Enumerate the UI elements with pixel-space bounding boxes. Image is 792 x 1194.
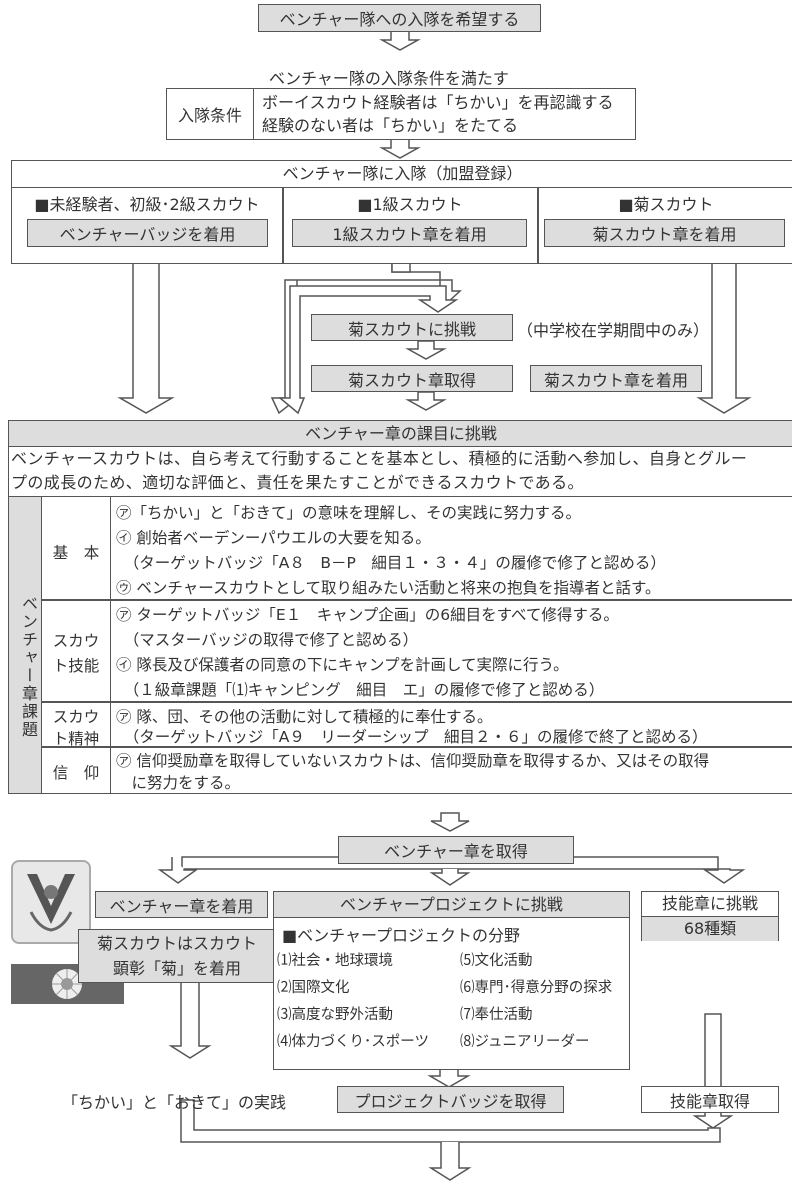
kiku-emblem-graphic (52, 969, 82, 999)
first-class-badge-wear-box: 1級スカウト章を着用 (292, 219, 527, 247)
project-badge-acquire-box: プロジェクトバッジを取得 (337, 1086, 564, 1113)
hollow-arrow-icon (405, 391, 447, 411)
badge-text: 1級スカウト章を着用 (332, 225, 487, 244)
badge-wear-text: ベンチャー章を着用 (109, 896, 254, 916)
skill-section: 技能章に挑戦 68種類 (641, 891, 779, 941)
requirement-item: ㋑ 創始者ベーデンーパウエルの大要を知る。 (116, 529, 431, 547)
group-name: スカウ (52, 708, 100, 726)
badge-text: ベンチャーバッジを着用 (59, 225, 236, 244)
hollow-arrow-icon (696, 262, 752, 414)
badge-text: 菊スカウト章を着用 (592, 225, 737, 244)
venture-badge-acquire-box: ベンチャー章を取得 (338, 836, 574, 864)
project-field: ⑵国際文化 (277, 980, 350, 996)
apply-text: ベンチャー隊への入隊を希望する (279, 10, 520, 29)
hollow-arrow-icon (117, 262, 175, 414)
group-name: 基 本 (52, 544, 100, 562)
requirement-item: ㋐ ターゲットバッジ「E１ キャンプ企画」の6細目をすべて修得する。 (116, 606, 619, 624)
requirement-item: （ターゲットバッジ「A９ リーダーシップ 細目２・６」の履修で終了と認める） (116, 728, 708, 746)
project-field: ⑴社会・地球環境 (277, 953, 393, 969)
requirement-item: （ターゲットバッジ「A８ B－P 細目１・３・４」の履修で修了と認める） (116, 554, 666, 572)
kiku-challenge-box: 菊スカウトに挑戦 (311, 314, 513, 341)
group-name: ト技能 (52, 657, 100, 675)
condition-box: 入隊条件 ボーイスカウト経験者は「ちかい」を再認識する 経験のない者は「ちかい」… (166, 88, 636, 140)
requirement-item: （１級章課題「⑴キャンピング 細目 エ」の履修で修了と認める） (116, 681, 605, 699)
skill-count: 68種類 (642, 917, 778, 941)
skill-acquire-box: 技能章取得 (641, 1086, 779, 1113)
condition-line: ボーイスカウト経験者は「ちかい」を再認識する (262, 93, 614, 112)
group-name: 信 仰 (52, 764, 100, 782)
project-field: ⑷体力づくり･スポーツ (277, 1034, 429, 1050)
group-name: スカウ (52, 632, 100, 650)
requirement-item: ㋒ ベンチャースカウトとして取り組みたい活動と将来の抱負を指導者と話す。 (116, 579, 661, 597)
hollow-arrow-icon (379, 30, 421, 51)
condition-line: 経験のない者は「ちかい」をたてる (262, 116, 519, 135)
requirement-item: ㋐ 隊、団、その他の活動に対して積極的に奉仕する。 (116, 708, 493, 726)
hollow-arrow-icon (405, 340, 447, 360)
project-acquire-text: プロジェクトバッジを取得 (354, 1091, 547, 1111)
kiku-acquire-box: 菊スカウト章取得 (311, 365, 513, 392)
intro-line: ベンチャースカウトは、自ら考えて行動することを基本とし、積極的に活動へ参加し、自… (11, 449, 748, 468)
venture-badge-emblem-icon (11, 860, 91, 944)
project-field: ⑺奉仕活動 (460, 1007, 533, 1023)
requirement-item: （マスターバッジの取得で修了と認める） (116, 631, 419, 649)
skill-acquire-text: 技能章取得 (669, 1091, 750, 1111)
kiku-acquire-text: 菊スカウト章取得 (347, 370, 476, 390)
hollow-arrow-icon (379, 138, 421, 159)
join-title: ベンチャー隊に入隊（加盟登録） (12, 161, 792, 188)
venture-emblem-graphic (27, 874, 75, 932)
kiku-wear-text: 菊スカウト章を着用 (543, 370, 688, 390)
project-field: ⑻ジュニアリーダー (460, 1034, 590, 1050)
intro-line: プの成長のため、適切な評価と、責任を果たすことができるスカウトである。 (11, 473, 584, 492)
kiku-badge-wear-box: 菊スカウト章を着用 (544, 219, 785, 247)
join-section: ベンチャー隊に入隊（加盟登録） ■未経験者、初級･2級スカウト ■1級スカウト … (11, 160, 792, 264)
side-label: ベンチャー章課題 (19, 595, 38, 739)
kiku-note-box: 菊スカウトはスカウト 顕彰「菊」を着用 (78, 929, 276, 983)
project-fields-heading: ■ベンチャープロジェクトの分野 (282, 926, 520, 945)
project-field: ⑸文化活動 (460, 953, 533, 969)
badge-acquire-text: ベンチャー章を取得 (384, 842, 528, 861)
venture-badge-wear-box: ベンチャーバッジを着用 (27, 219, 268, 247)
kiku-challenge-text: 菊スカウトに挑戦 (347, 319, 476, 339)
hollow-arrow-icon (430, 812, 470, 832)
group-name: ト精神 (52, 730, 100, 748)
project-title: ベンチャープロジェクトに挑戦 (274, 892, 629, 918)
skill-challenge: 技能章に挑戦 (642, 892, 778, 917)
requirement-item: に努力をする。 (116, 774, 241, 792)
requirements-section: ベンチャー章の課目に挑戦 ベンチャースカウトは、自ら考えて行動することを基本とし… (8, 420, 792, 794)
side-label-column: ベンチャー章課題 (9, 497, 42, 793)
join-col-heading: ■1級スカウト (357, 195, 463, 214)
project-section: ベンチャープロジェクトに挑戦 ■ベンチャープロジェクトの分野 ⑴社会・地球環境 … (273, 891, 630, 1070)
kiku-note-line: 菊スカウトはスカウト (96, 934, 257, 953)
apply-box: ベンチャー隊への入隊を希望する (258, 4, 541, 32)
requirement-item: ㋐「ちかい」と「おきて」の意味を理解し、その実践に努力する。 (116, 504, 582, 522)
practice-text: 「ちかい」と「おきて」の実践 (62, 1093, 287, 1112)
kiku-note-line: 顕彰「菊」を着用 (112, 959, 241, 978)
requirements-title: ベンチャー章の課目に挑戦 (9, 421, 792, 447)
kiku-challenge-note: （中学校在学期間中のみ） (517, 321, 710, 340)
join-col-heading: ■未経験者、初級･2級スカウト (34, 195, 260, 214)
requirement-item: ㋑ 隊長及び保護者の同意の下にキャンプを計画して実際に行う。 (116, 656, 569, 674)
meet-conditions-text: ベンチャー隊の入隊条件を満たす (269, 69, 509, 88)
project-field: ⑶高度な野外活動 (277, 1007, 393, 1023)
requirement-item: ㋐ 信仰奨励章を取得していないスカウトは、信仰奨励章を取得するか、又はその取得 (116, 752, 710, 770)
kiku-wear-box: 菊スカウト章を着用 (530, 365, 702, 392)
venture-badge-wear-box: ベンチャー章を着用 (95, 891, 268, 918)
join-col-heading: ■菊スカウト (618, 195, 714, 214)
condition-label: 入隊条件 (167, 89, 254, 139)
project-field: ⑹専門･得意分野の探求 (460, 980, 613, 996)
